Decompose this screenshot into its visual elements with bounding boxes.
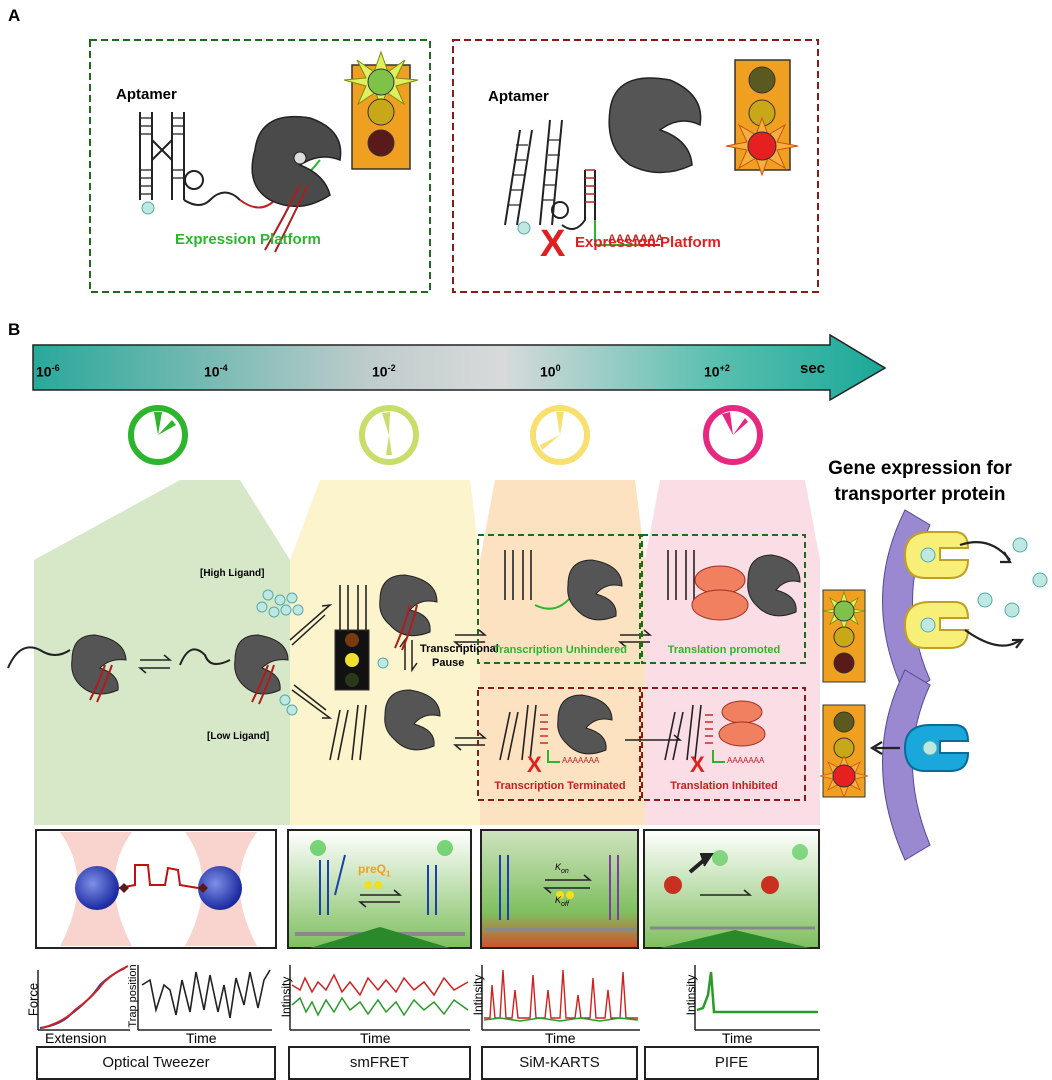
- traffic-light-green-on: [343, 50, 419, 170]
- gene-expression-title-line1: Gene expression for: [828, 458, 1012, 479]
- axis-label-intensity-pife: Intinsity: [684, 974, 698, 1016]
- koff-label: Koff: [555, 895, 569, 908]
- technique-pife: PIFE: [644, 1046, 819, 1080]
- technique-optical-tweezer: Optical Tweezer: [36, 1046, 276, 1080]
- label-transcription-unhindered: Transcription Unhindered: [493, 644, 627, 656]
- ligand-cluster-low: [279, 694, 298, 716]
- label-low-ligand: [Low Ligand]: [207, 731, 270, 742]
- ligand-left: [141, 201, 155, 215]
- label-high-ligand: [High Ligand]: [200, 568, 265, 579]
- axis-label-time-smfret: Time: [360, 1030, 391, 1046]
- ligand-right: [517, 221, 531, 235]
- panel-label-a: A: [8, 6, 21, 25]
- kon-label: Kon: [555, 862, 569, 875]
- aptamer-rungs-left: [140, 117, 184, 195]
- clock-yellow: [530, 405, 590, 465]
- ribosome-b6: [747, 554, 801, 617]
- axis-label-time-karts: Time: [545, 1030, 576, 1046]
- plot-pife: [694, 965, 820, 1031]
- axis-label-extension: Extension: [45, 1030, 107, 1046]
- smfret-ligand-label: preQ1: [358, 862, 391, 879]
- optical-bead-left: [75, 866, 119, 910]
- traffic-light-go-b: [821, 589, 867, 683]
- timeline-tick-0: 10-6: [36, 363, 60, 380]
- technique-simkarts: SiM-KARTS: [481, 1046, 638, 1080]
- aptamer-structure-left: [139, 112, 241, 206]
- box-transcription-terminated: [477, 687, 641, 801]
- axis-label-time-trap: Time: [186, 1030, 217, 1046]
- timeline-unit: sec: [800, 360, 826, 377]
- traffic-light-stop-b: [819, 704, 869, 799]
- clock-lime: [359, 405, 419, 465]
- aptamer-label-left: Aptamer: [116, 86, 177, 103]
- optical-bead-right: [198, 866, 242, 910]
- clock-green: [128, 405, 188, 465]
- panel-label-b: B: [8, 320, 21, 339]
- ligand-cluster-high: [256, 589, 304, 618]
- label-transcription-terminated: Transcription Terminated: [494, 780, 626, 792]
- transporter-yellow-2: [903, 601, 970, 649]
- clock-pink: [703, 405, 763, 465]
- ribosome-orange-2: [721, 700, 763, 724]
- axis-label-time-pife: Time: [722, 1030, 753, 1046]
- plot-simkarts: [481, 965, 640, 1031]
- x-mark-terminated: X: [527, 752, 542, 777]
- polya-terminated: AAAAAAA: [562, 756, 600, 765]
- plot-trap-position: [137, 965, 272, 1031]
- box-translation-promoted: [641, 534, 806, 664]
- label-translation-promoted: Translation promoted: [667, 644, 781, 656]
- timeline-tick-2: 10-2: [372, 363, 396, 380]
- ribosome-b4: [384, 689, 441, 751]
- terminator-x-mark: X: [540, 223, 566, 265]
- label-transcriptional-pause: Transcriptional Pause: [420, 643, 499, 669]
- polya-label-right: AAAAAAA: [608, 233, 664, 245]
- panel-a-left-box: [89, 39, 431, 293]
- ribosome-b1: [71, 634, 127, 695]
- panel-a-right-box: [452, 39, 819, 293]
- expression-platform-label-right: Expression Platform: [575, 234, 721, 251]
- phase-bg-green: [34, 480, 290, 825]
- timeline-tick-3: 100: [540, 363, 561, 380]
- ribosome-right: [608, 77, 702, 174]
- ribosome-b3: [379, 574, 438, 637]
- aptamer-label-right: Aptamer: [488, 88, 549, 105]
- plot-force-extension: [37, 965, 130, 1031]
- box-translation-inhibited: [641, 687, 806, 801]
- ribosome-b7: [557, 694, 613, 755]
- panel-a-diagram: [89, 39, 819, 293]
- box-transcription-unhindered: [477, 534, 641, 664]
- gene-expression-title-line2: transporter protein: [834, 484, 1006, 505]
- traffic-light-pause: [334, 629, 370, 691]
- x-mark-inhibited: X: [690, 752, 705, 777]
- axis-label-intensity-karts: Intinsity: [471, 974, 485, 1016]
- timeline-tick-4: 10+2: [704, 363, 730, 380]
- transporter-yellow-1: [903, 531, 970, 579]
- axis-label-intensity-smfret: Intinsity: [279, 976, 293, 1018]
- ribosome-b2: [234, 634, 289, 695]
- axis-label-trap-position: Trap position: [127, 964, 139, 1028]
- traffic-light-red-on: [725, 59, 799, 177]
- timeline-tick-1: 10-4: [204, 363, 228, 380]
- technique-smfret: smFRET: [288, 1046, 471, 1080]
- polya-inhibited: AAAAAAA: [727, 756, 765, 765]
- axis-label-force: Force: [25, 982, 41, 1017]
- plot-smfret: [289, 965, 470, 1031]
- ribosome-b5: [567, 559, 623, 621]
- timeline-arrow: [32, 333, 887, 402]
- label-translation-inhibited: Translation Inhibited: [670, 780, 778, 792]
- expression-platform-label-left: Expression Platform: [175, 231, 321, 248]
- transporter-blue: [903, 724, 970, 772]
